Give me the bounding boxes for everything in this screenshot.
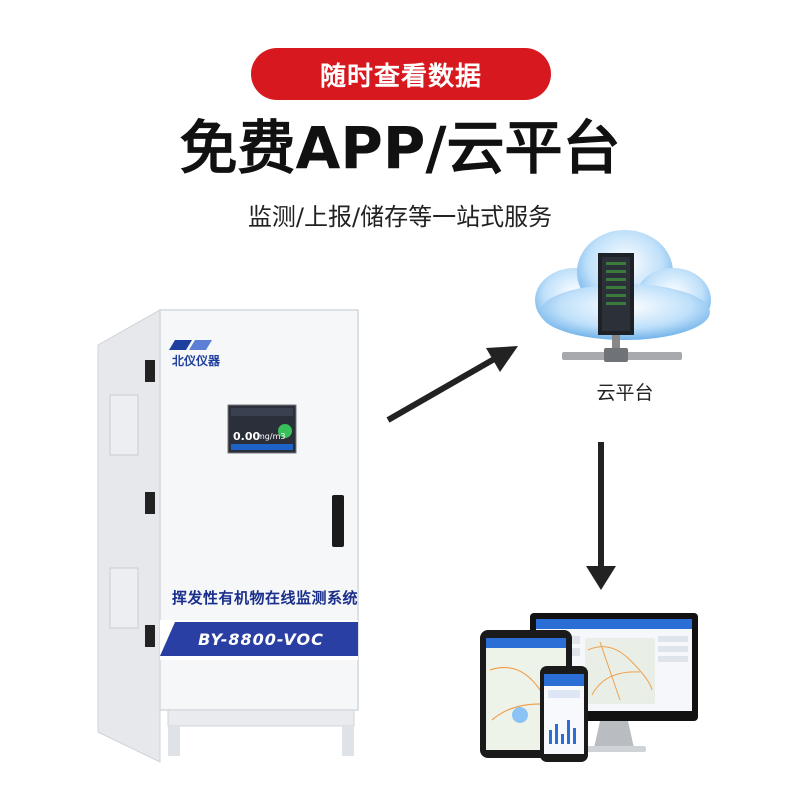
headline: 免费APP/云平台 [179, 114, 621, 182]
header-badge: 随时查看数据 [251, 48, 551, 100]
cabinet-model: BY-8800-VOC [198, 629, 324, 649]
screen-value: 0.00 [233, 430, 261, 443]
cloud-label: 云平台 [596, 382, 654, 404]
subline: 监测/上报/储存等一站式服务 [247, 203, 553, 231]
screen-unit: mg/m3 [257, 432, 286, 441]
cabinet-brand: 北仪仪器 [172, 354, 221, 368]
cabinet-title: 挥发性有机物在线监测系统 [171, 589, 358, 607]
